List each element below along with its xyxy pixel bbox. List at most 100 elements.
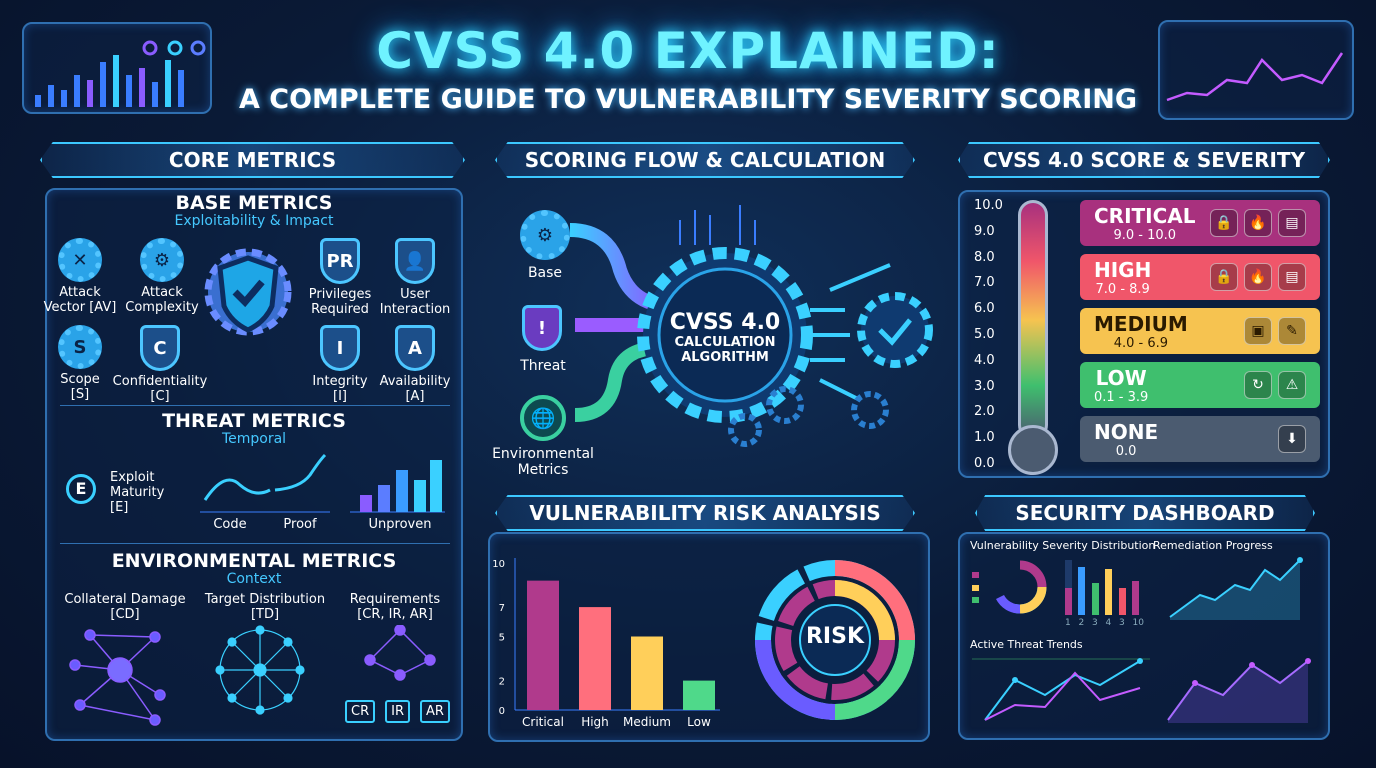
divider [60, 405, 450, 406]
scoring-flow-banner: SCORING FLOW & CALCULATION [495, 142, 915, 178]
threat-mini-charts [200, 453, 445, 513]
dashboard-title: SECURITY DASHBOARD [1015, 501, 1275, 525]
threat-metrics-title: THREAT METRICS [162, 410, 346, 432]
shield-user-icon: 👤 [395, 238, 435, 284]
base-metric-item: S Scope[S] [37, 325, 123, 402]
scale-tick: 4.0 [974, 352, 995, 368]
dist-bar-label: 3 [1092, 618, 1098, 628]
scale-tick: 7.0 [974, 275, 995, 291]
dist-bar-label: 2 [1078, 618, 1085, 628]
severity-icon: ▤ [1278, 209, 1306, 237]
label-line: [CD] [110, 607, 140, 622]
decor-bars-icon [35, 40, 206, 107]
scoring-flow-diagram [569, 205, 933, 447]
dist-bar-label: 4 [1105, 618, 1112, 628]
risk-analysis-title: VULNERABILITY RISK ANALYSIS [529, 501, 881, 525]
core-metrics-banner: CORE METRICS [40, 142, 465, 178]
env-metric-label: Target Distribution[TD] [200, 592, 330, 622]
shield-i-icon: I [320, 325, 360, 371]
risk-wheel-icon [755, 560, 915, 720]
base-metric-item: A Availability[A] [377, 325, 453, 404]
label-line: Target Distribution [204, 592, 326, 607]
severity-range: 7.0 - 8.9 [1095, 281, 1150, 297]
dist-bar-label: 10 [1132, 618, 1144, 628]
threat-trends-title: Active Threat Trends [970, 638, 1083, 651]
risk-label: RISK [805, 624, 865, 649]
y-tick-label: 7 [499, 603, 505, 614]
label-line: Attack [141, 285, 183, 300]
tag-ir: IR [385, 700, 410, 723]
progress-title: Remediation Progress [1153, 539, 1273, 552]
scale-tick: 9.0 [974, 223, 995, 239]
label-line: Interaction [379, 302, 451, 317]
divider [60, 543, 450, 544]
scale-tick: 6.0 [974, 301, 995, 317]
dist-bar-label: 1 [1065, 618, 1071, 628]
label-line: Exploit [110, 470, 155, 485]
label-line: [A] [405, 389, 425, 404]
label-line: [S] [70, 387, 90, 402]
label-line: [C] [150, 389, 170, 404]
severity-icon: 🔒 [1210, 209, 1238, 237]
center-line: CALCULATION [674, 335, 776, 350]
dist-bar-label: 3 [1119, 618, 1125, 628]
scale-tick: 0.0 [974, 456, 995, 471]
severity-name: MEDIUM [1094, 311, 1188, 336]
threat-chart-label-unproven: Unproven [368, 517, 432, 532]
metric-label: Confidentiality[C] [113, 374, 208, 404]
decor-line-icon [1166, 52, 1344, 102]
threat-chart-label-code: Code [213, 517, 247, 532]
env-metric-label: Requirements[CR, IR, AR] [340, 592, 450, 622]
base-metric-item: C Confidentiality[C] [105, 325, 215, 404]
scale-tick: 8.0 [974, 249, 995, 265]
flow-input-threat: Threat [520, 358, 566, 374]
base-metrics-subtitle: Exploitability & Impact [174, 213, 334, 229]
shield-pr-icon: PR [320, 238, 360, 284]
label-line: [I] [333, 389, 347, 404]
x-tick-label: High [581, 715, 609, 729]
scale-tick: 1.0 [974, 430, 995, 446]
threat-shield-icon: ! [522, 305, 562, 351]
bar-critical [527, 580, 559, 710]
threat-metrics-subtitle: Temporal [221, 431, 287, 447]
core-metrics-title: CORE METRICS [168, 148, 337, 172]
severity-icon: ⚠ [1278, 371, 1306, 399]
network-graphs-icon [69, 625, 436, 726]
metric-label: Scope[S] [60, 372, 100, 402]
environmental-metrics-title: ENVIRONMENTAL METRICS [111, 550, 397, 572]
label-line: Attack [59, 285, 101, 300]
severity-range: 9.0 - 10.0 [1113, 227, 1177, 243]
env-metric-label: Collateral Damage[CD] [60, 592, 190, 622]
severity-icon: ⬇ [1278, 425, 1306, 453]
severity-icon: ▣ [1244, 317, 1272, 345]
y-tick-label: 5 [499, 633, 505, 644]
severity-name: LOW [1095, 365, 1147, 390]
label-line: Privileges [308, 287, 372, 302]
gear-tools-icon: ✕ [58, 238, 102, 282]
label-line: Confidentiality [112, 374, 208, 389]
scale-tick: 5.0 [974, 327, 995, 342]
y-tick-label: 0 [499, 706, 505, 717]
label-line: Requirements [349, 592, 441, 607]
label-line: [TD] [250, 607, 280, 622]
severity-range: 0.0 [1115, 443, 1137, 459]
x-tick-label: Low [687, 715, 711, 729]
center-line: ALGORITHM [681, 350, 769, 365]
shield-c-icon: C [140, 325, 180, 371]
thermometer-icon [1018, 200, 1048, 440]
dashboard-charts [972, 557, 1311, 723]
metric-label: Integrity[I] [312, 374, 367, 404]
base-metrics-title: BASE METRICS [175, 192, 333, 214]
center-line: CVSS 4.0 [669, 310, 781, 335]
